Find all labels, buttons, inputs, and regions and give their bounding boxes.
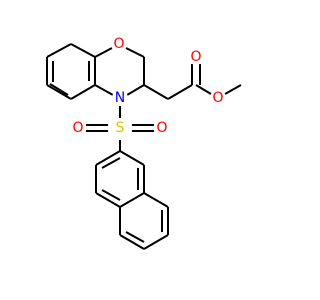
bond — [119, 150, 145, 166]
bond — [95, 150, 121, 166]
bond — [101, 189, 121, 201]
bond — [94, 47, 113, 58]
bond — [95, 192, 121, 208]
bond — [119, 192, 145, 208]
bond — [49, 83, 69, 96]
bond — [143, 84, 169, 100]
bond — [224, 84, 242, 95]
bond — [101, 157, 121, 169]
molecule-structure: O O O N S O O — [46, 36, 242, 250]
sulfonyl-oxygen-left-atom: O — [70, 120, 86, 136]
sulfonyl-oxygen-right-atom: O — [154, 120, 170, 136]
atom-symbol: O — [113, 36, 124, 52]
atom-symbol: O — [190, 49, 201, 65]
ring-nitrogen-atom: N — [112, 90, 128, 106]
bond — [143, 234, 169, 250]
atom-symbol: N — [115, 90, 125, 106]
bonds — [46, 43, 242, 250]
atom-labels: O O O N S O O — [70, 36, 226, 136]
bond — [70, 43, 96, 58]
bond — [94, 84, 114, 96]
atom-symbol: O — [156, 120, 167, 136]
bond — [126, 84, 145, 96]
atom-symbol: S — [116, 120, 125, 136]
ester-oxygen-atom: O — [210, 90, 226, 106]
bond — [143, 192, 169, 208]
ring-oxygen-atom: O — [111, 36, 127, 52]
bond — [195, 84, 212, 95]
atom-symbol: O — [72, 120, 83, 136]
bond — [125, 47, 145, 58]
bond — [125, 231, 145, 243]
bond — [167, 84, 193, 100]
bond — [46, 43, 72, 58]
bond — [46, 84, 72, 100]
bond — [119, 234, 145, 250]
bond — [70, 84, 96, 100]
atom-symbol: O — [212, 90, 223, 106]
carbonyl-oxygen-atom: O — [188, 49, 204, 65]
sulfur-atom: S — [112, 120, 128, 136]
